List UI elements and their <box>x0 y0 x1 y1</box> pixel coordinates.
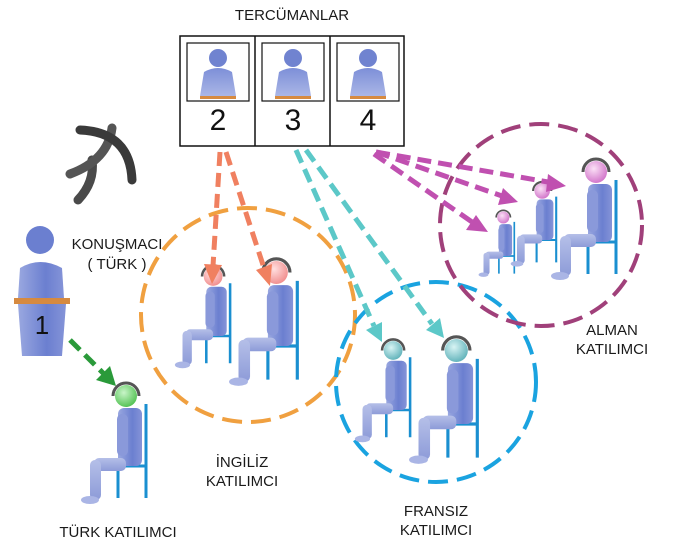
translators-title: TERCÜMANLAR <box>234 7 350 24</box>
arrow-booth4-to-alman-1 <box>375 149 566 192</box>
fransiz-group-circle <box>334 280 538 484</box>
headphones-icon <box>495 209 512 218</box>
arrow-booth3-to-fransiz-2 <box>303 148 444 338</box>
turk-group-label: TÜRK KATILIMCI <box>59 524 177 541</box>
ingiliz-participant-1 <box>173 264 232 370</box>
fransiz-participant-1 <box>353 338 412 444</box>
alman-group-sublabel: KATILIMCI <box>575 341 649 358</box>
arrow-speaker-to-turk <box>68 338 116 386</box>
headphones-icon <box>380 338 406 351</box>
arrow-booth4-to-alman-2 <box>375 149 518 205</box>
booth-number-4: 4 <box>359 104 377 137</box>
alman-participant-3 <box>549 157 618 282</box>
headphones-icon <box>111 381 141 397</box>
speaker-sublabel: ( TÜRK ) <box>87 256 147 273</box>
arrow-booth2-to-ingiliz-1 <box>204 151 223 284</box>
arrow-booth4-to-alman-3 <box>372 151 488 232</box>
ingiliz-group-label: İNGİLİZ <box>215 454 269 471</box>
speaker-figure <box>14 226 70 356</box>
ingiliz-group-sublabel: KATILIMCI <box>205 473 279 490</box>
translator-booths <box>179 35 405 147</box>
alman-group-circle <box>438 122 644 328</box>
arrow-booth2-to-ingiliz-2 <box>223 151 272 286</box>
speaker-label: KONUŞMACI <box>71 236 163 253</box>
podium-number: 1 <box>34 310 50 340</box>
fransiz-participant-2 <box>407 335 479 466</box>
fransiz-group-sublabel: KATILIMCI <box>399 522 473 539</box>
booth-number-2: 2 <box>209 104 227 137</box>
arrow-booth3-to-fransiz-1 <box>293 148 382 342</box>
alman-participant-2 <box>509 180 558 268</box>
booth-2-interpreter <box>200 49 236 99</box>
headphones-icon <box>441 335 472 351</box>
headphones-icon <box>581 157 611 173</box>
booth-4-interpreter <box>350 49 386 99</box>
fransiz-group-label: FRANSIZ <box>403 503 469 520</box>
booth-3-interpreter <box>275 49 311 99</box>
alman-group-label: ALMAN <box>586 322 638 339</box>
booth-number-3: 3 <box>284 104 302 137</box>
podium <box>18 304 66 356</box>
turk-participant <box>79 381 148 506</box>
alman-participant-1 <box>477 209 516 278</box>
ingiliz-group-circle <box>139 206 357 424</box>
sound-waves-icon <box>65 123 137 205</box>
